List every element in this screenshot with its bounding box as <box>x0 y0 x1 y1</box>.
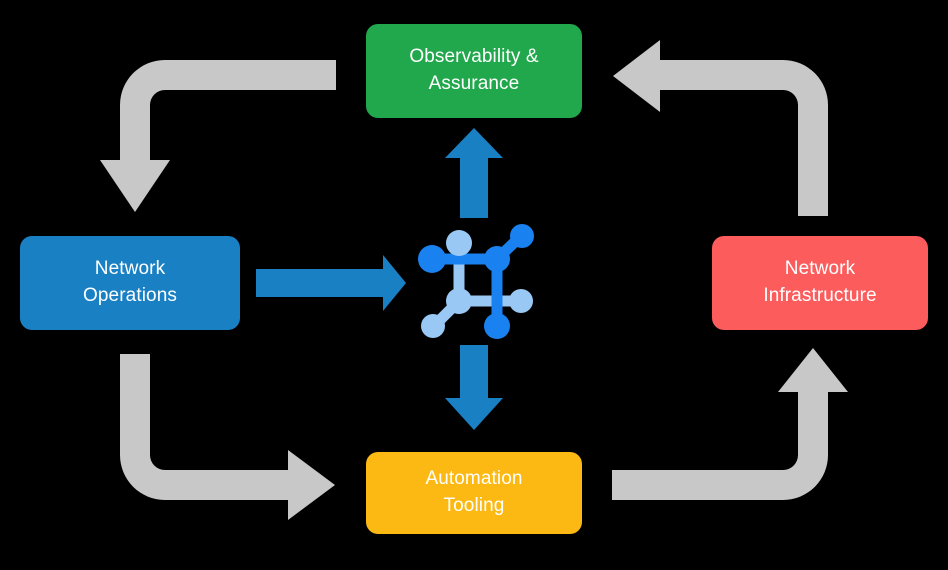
arrow-center-to-observability <box>445 128 503 218</box>
node-network-infrastructure[interactable]: Network Infrastructure <box>712 236 928 330</box>
arrow-observability-to-operations <box>100 60 336 212</box>
arrow-automation-to-infrastructure <box>612 348 848 500</box>
node-network-operations[interactable]: Network Operations <box>20 236 240 330</box>
arrow-infrastructure-to-observability <box>613 40 828 216</box>
arrow-operations-to-automation <box>120 354 335 520</box>
arrow-operations-to-center <box>256 255 406 311</box>
arrow-center-to-automation <box>445 345 503 430</box>
node-observability-assurance[interactable]: Observability & Assurance <box>366 24 582 118</box>
node-automation-tooling[interactable]: Automation Tooling <box>366 452 582 534</box>
